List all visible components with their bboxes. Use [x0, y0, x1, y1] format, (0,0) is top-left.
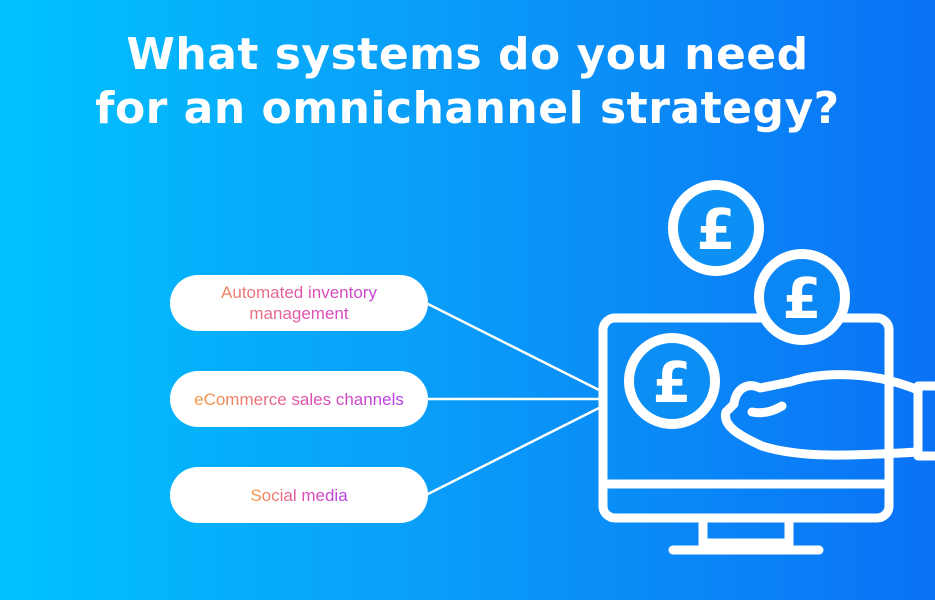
coin-symbol-1: £ [697, 198, 736, 263]
connector-line-3 [424, 404, 605, 497]
system-pill-inventory: Automated inventory management [170, 275, 428, 331]
system-pill-social-media: Social media [170, 467, 428, 523]
coin-symbol-2: £ [783, 267, 822, 332]
system-label: Social media [250, 485, 348, 505]
page-title: What systems do you need for an omnichan… [0, 28, 935, 136]
title-line-2: for an omnichannel strategy? [95, 83, 840, 134]
system-pill-ecommerce: eCommerce sales channels [170, 371, 428, 427]
computer-monitor-icon [598, 313, 894, 555]
hand-icon [721, 370, 935, 461]
system-label: eCommerce sales channels [194, 389, 404, 409]
connector-lines [424, 301, 605, 497]
pound-coin-icon: £ [754, 249, 850, 345]
title-line-1: What systems do you need [126, 29, 809, 80]
coin-symbol-3: £ [653, 351, 692, 416]
system-label: Automated inventory management [184, 282, 414, 324]
connector-line-1 [424, 301, 605, 394]
pound-coin-icon: £ [668, 180, 764, 276]
pound-coin-icon: £ [624, 333, 720, 429]
